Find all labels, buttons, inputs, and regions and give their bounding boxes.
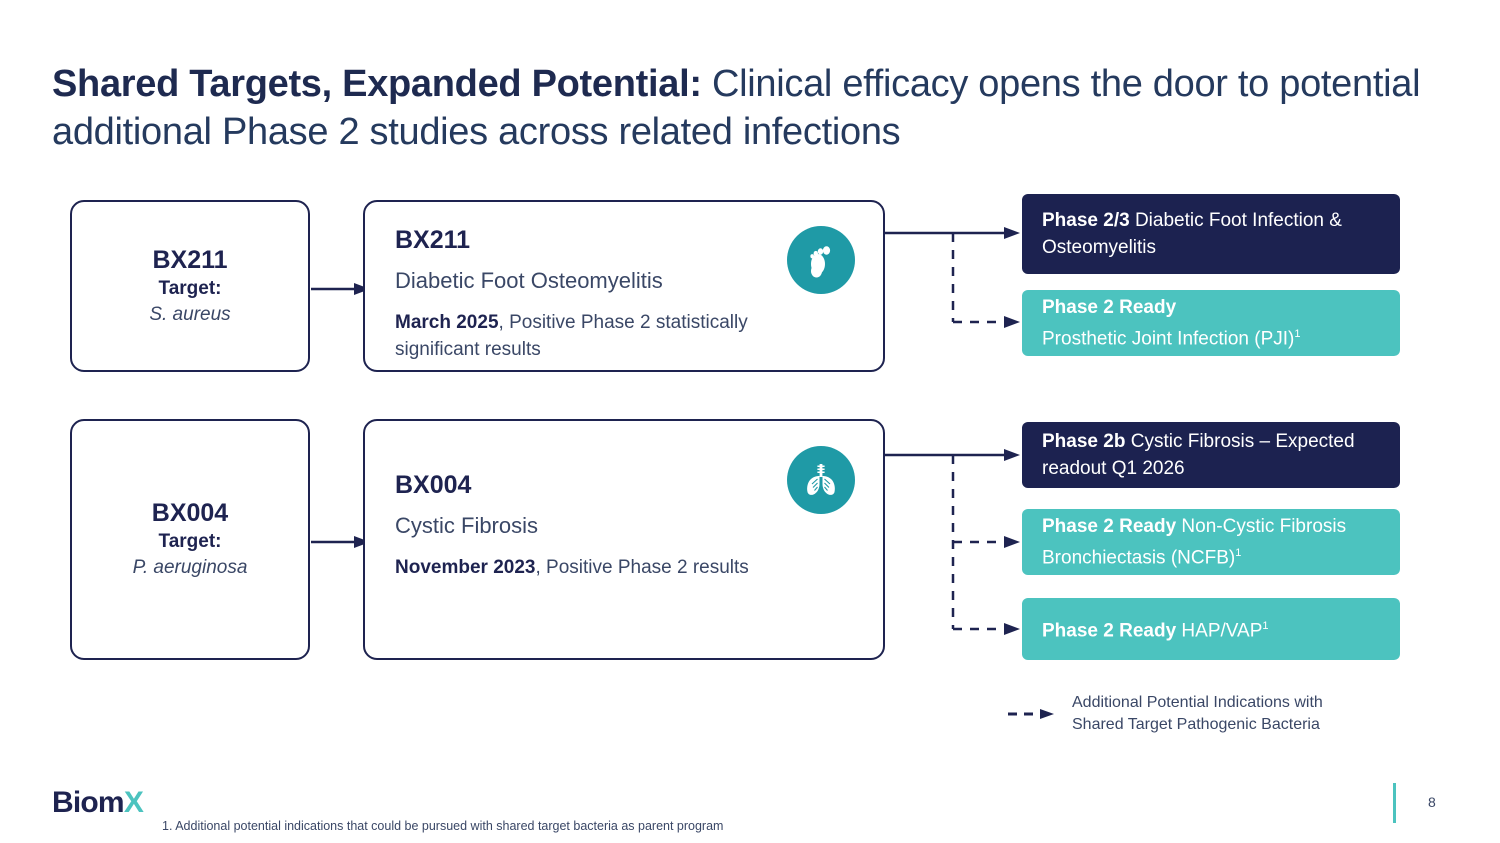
program-code: BX211: [395, 226, 471, 254]
page-number: 8: [1428, 794, 1436, 810]
phase-label: Phase 2b: [1042, 431, 1126, 452]
phase-box-2b-cf[interactable]: Phase 2b Cystic Fibrosis – Expected read…: [1022, 422, 1400, 488]
phase-text: Phase 2/3 Diabetic Foot Infection & Oste…: [1042, 207, 1380, 261]
phase-text: Phase 2 Ready HAP/VAP1: [1042, 613, 1269, 644]
arrow-target-to-program-2: [311, 536, 370, 548]
lungs-icon-glyph: [807, 464, 835, 495]
phase-label: Phase 2 Ready: [1042, 620, 1177, 642]
phase-footnote-ref: 1: [1262, 620, 1269, 633]
target-code: BX211: [152, 245, 228, 274]
logo-accent: X: [123, 786, 144, 819]
phase-box-hap-vap[interactable]: Phase 2 Ready HAP/VAP1: [1022, 598, 1400, 660]
legend-line-1: Additional Potential Indications with: [1072, 694, 1323, 711]
page-title: Shared Targets, Expanded Potential: Clin…: [52, 60, 1452, 156]
phase-text: Phase 2 Ready Non-Cystic Fibrosis Bronch…: [1042, 513, 1380, 571]
footnote: 1. Additional potential indications that…: [162, 819, 724, 833]
foot-icon-glyph: [810, 246, 831, 278]
phase-box-ncfb[interactable]: Phase 2 Ready Non-Cystic Fibrosis Bronch…: [1022, 509, 1400, 575]
phase-label: Phase 2/3: [1042, 210, 1130, 231]
target-card-bx211[interactable]: BX211 Target: S. aureus: [70, 200, 310, 372]
phase-footnote-ref: 1: [1294, 327, 1301, 340]
program-status-rest: , Positive Phase 2 results: [535, 557, 749, 578]
arrow-program-to-phase-2-0: [885, 449, 1020, 461]
program-status-rest: , Positive Phase 2 statistically signifi…: [395, 312, 748, 360]
target-organism: S. aureus: [149, 303, 231, 325]
target-card-bx004[interactable]: BX004 Target: P. aeruginosa: [70, 419, 310, 660]
program-code: BX004: [395, 471, 472, 499]
page-title-rest: Clinical efficacy opens the door to pote…: [52, 63, 1421, 153]
target-code: BX004: [151, 499, 229, 527]
phase-label: Phase 2 Ready: [1042, 296, 1177, 318]
arrow-program-to-phase-2-1: [951, 455, 1020, 635]
program-card-bx211[interactable]: BX211 Diabetic Foot Osteomyelitis March …: [363, 200, 885, 372]
legend: Additional Potential Indications with Sh…: [1006, 692, 1323, 736]
phase-desc: Cystic Fibrosis – Expected readout Q1 20…: [1042, 431, 1355, 479]
program-status-date: March 2025: [395, 312, 499, 333]
legend-line-2: Shared Target Pathogenic Bacteria: [1072, 716, 1320, 733]
dashed-arrow-icon: [1008, 709, 1054, 719]
phase-box-2-3-dfi[interactable]: Phase 2/3 Diabetic Foot Infection & Oste…: [1022, 194, 1400, 274]
logo-primary: Biom: [52, 786, 125, 819]
phase-text: Phase 2b Cystic Fibrosis – Expected read…: [1042, 428, 1380, 482]
phase-desc: Diabetic Foot Infection & Osteomyelitis: [1042, 210, 1342, 258]
arrow-program-to-phase-1-1: [951, 233, 1020, 328]
page-number-divider: [1393, 783, 1396, 823]
program-status: November 2023, Positive Phase 2 results: [395, 554, 795, 581]
phase-desc: Non-Cystic Fibrosis Bronchiectasis (NCFB…: [1042, 515, 1347, 569]
target-label: Target:: [158, 531, 222, 552]
foot-icon: [787, 226, 855, 294]
lungs-icon: [787, 446, 855, 514]
program-status: March 2025, Positive Phase 2 statistical…: [395, 309, 775, 363]
program-status-date: November 2023: [395, 557, 536, 578]
phase-label: Phase 2 Ready: [1042, 515, 1177, 537]
arrow-program-to-phase-1-0: [885, 227, 1020, 239]
biomx-logo: BiomX: [52, 786, 144, 820]
phase-desc: Prosthetic Joint Infection (PJI): [1042, 328, 1295, 350]
legend-text-block: Additional Potential Indications with Sh…: [1072, 692, 1323, 736]
arrow-target-to-program-1: [311, 283, 370, 295]
program-card-bx004[interactable]: BX004 Cystic Fibrosis November 2023, Pos…: [363, 419, 885, 660]
page-title-strong: Shared Targets, Expanded Potential:: [52, 63, 702, 105]
program-indication: Diabetic Foot Osteomyelitis: [395, 268, 663, 293]
phase-desc: HAP/VAP: [1176, 620, 1263, 642]
phase-footnote-ref: 1: [1235, 546, 1242, 559]
target-label: Target:: [158, 277, 222, 299]
program-indication: Cystic Fibrosis: [395, 513, 539, 538]
target-organism: P. aeruginosa: [132, 557, 248, 578]
